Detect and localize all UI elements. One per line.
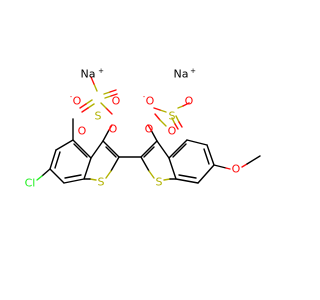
bond	[140, 156, 150, 172]
bond	[168, 139, 188, 159]
bond	[213, 164, 227, 169]
sulfur-right-label: S	[169, 110, 176, 123]
sulfur-ring-right-label: S	[156, 176, 163, 189]
oxygen-right-side-label: O	[185, 95, 194, 108]
bond	[64, 174, 82, 179]
bond	[197, 164, 215, 184]
sodium-left-label: Na	[81, 68, 96, 81]
oxygen-left-top-label: O	[112, 95, 121, 108]
bond	[143, 146, 155, 158]
bond	[168, 157, 177, 180]
sodium-right-charge: +	[190, 67, 196, 75]
oxygen-methoxy-label: O	[232, 163, 241, 176]
bond	[87, 103, 95, 109]
bond	[104, 95, 112, 99]
bond	[148, 170, 155, 179]
bond	[109, 89, 117, 93]
bond	[178, 121, 183, 128]
bond	[54, 151, 61, 169]
bond	[105, 146, 117, 158]
bond	[156, 140, 170, 159]
bond	[182, 102, 190, 107]
sodium-right-label: Na	[174, 68, 189, 81]
bond	[186, 139, 208, 146]
bond	[175, 178, 199, 184]
bond	[203, 148, 210, 165]
bond	[93, 83, 98, 92]
bond	[153, 107, 161, 111]
bond	[241, 163, 248, 168]
bond	[110, 156, 120, 172]
bond	[140, 140, 158, 158]
oxygen-minus-left-label: O	[73, 95, 82, 108]
oxygen-right-bottom-label: O	[168, 125, 177, 138]
bond	[41, 168, 51, 177]
bond	[154, 113, 161, 121]
oxygen-minus-left-charge: -	[70, 93, 73, 101]
bond	[108, 124, 113, 131]
bond	[225, 167, 231, 170]
bond	[63, 178, 85, 184]
bond	[90, 140, 104, 159]
bond	[206, 144, 215, 166]
bond	[178, 174, 197, 179]
bond	[102, 140, 120, 158]
bond	[55, 139, 74, 151]
bond	[36, 175, 43, 181]
bond	[73, 143, 88, 158]
bond	[159, 109, 167, 113]
bond	[81, 107, 89, 113]
bond	[159, 119, 167, 127]
oxygen-right-ester-label: O	[145, 123, 154, 136]
bond	[246, 155, 261, 165]
bond	[90, 76, 95, 85]
molecule-structure-diagram: Na + Na + O - S O O O O - S O O O S S Cl…	[25, 67, 261, 190]
oxygen-minus-right-label: O	[146, 95, 155, 108]
bond	[83, 157, 92, 180]
bond	[79, 103, 87, 109]
bond	[150, 129, 158, 142]
bond	[72, 139, 92, 159]
bond	[171, 117, 176, 125]
bond	[163, 178, 171, 181]
oxygen-minus-right-charge: -	[143, 93, 146, 101]
sulfur-ring-left-label: S	[98, 176, 105, 189]
bond	[89, 178, 97, 181]
sodium-left-charge: +	[98, 67, 104, 75]
chlorine-label: Cl	[25, 177, 36, 190]
oxygen-left-bottom-label: O	[78, 125, 87, 138]
bond	[103, 91, 111, 95]
oxygen-left-ester-label: O	[109, 123, 118, 136]
bond	[49, 149, 57, 170]
bond	[174, 123, 179, 130]
bond	[85, 99, 93, 105]
bond	[49, 168, 65, 184]
bond	[175, 115, 180, 123]
bond	[177, 105, 184, 109]
bond	[110, 93, 118, 97]
sulfur-left-label: S	[95, 110, 102, 123]
bond	[147, 124, 152, 131]
bond	[102, 129, 110, 142]
bond	[105, 107, 113, 115]
bond	[172, 143, 187, 158]
bond	[105, 170, 112, 179]
bond	[100, 102, 107, 109]
